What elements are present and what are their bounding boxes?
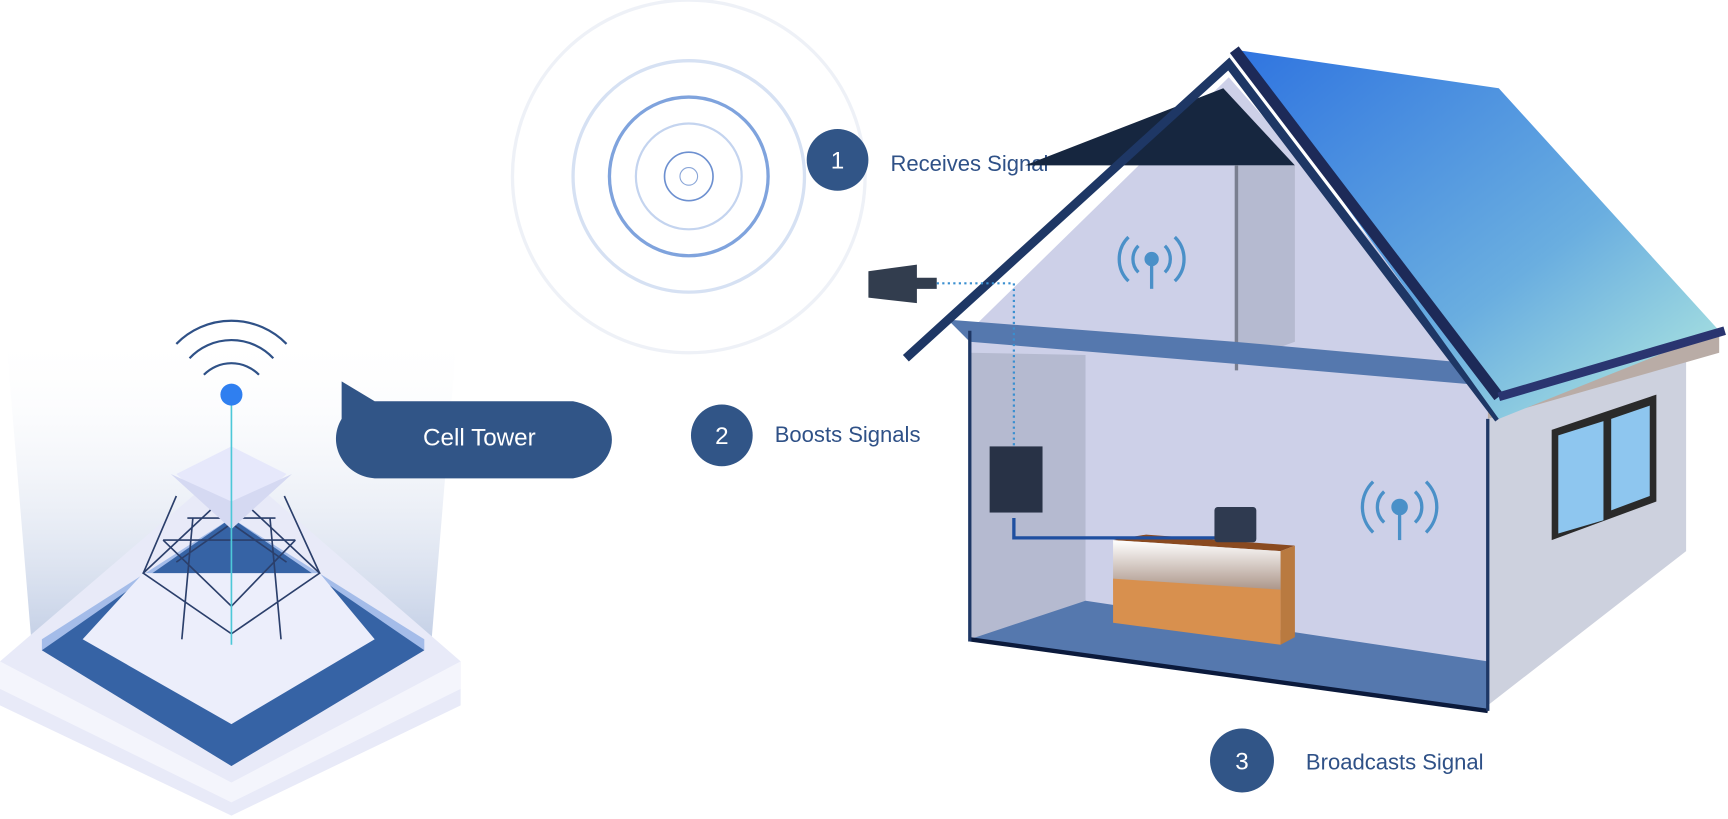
step-3: 3 Broadcasts Signal <box>1210 728 1484 793</box>
svg-text:2: 2 <box>715 423 728 450</box>
wifi-signal-icon <box>175 319 288 376</box>
cabinet <box>1113 534 1295 645</box>
svg-text:3: 3 <box>1235 748 1248 775</box>
step-1-label: Receives Signal <box>890 151 1048 176</box>
svg-text:1: 1 <box>831 148 844 175</box>
window <box>1551 394 1657 541</box>
booster-unit <box>989 446 1043 513</box>
step-2-label: Boosts Signals <box>775 422 921 447</box>
cell-tower-illustration <box>0 319 461 816</box>
outdoor-antenna <box>868 264 937 304</box>
step-3-label: Broadcasts Signal <box>1306 749 1484 774</box>
broadcast-icon <box>1360 480 1439 541</box>
cell-tower-callout: Cell Tower <box>335 381 612 479</box>
signal-rings <box>510 0 867 355</box>
step-1: 1 Receives Signal <box>806 129 1048 191</box>
step-2: 2 Boosts Signals <box>690 404 921 467</box>
cell-tower-label: Cell Tower <box>423 424 536 451</box>
antenna-dot <box>220 383 243 406</box>
house-illustration <box>868 46 1726 714</box>
phone-icon <box>1214 507 1257 543</box>
broadcast-icon <box>1117 235 1186 289</box>
